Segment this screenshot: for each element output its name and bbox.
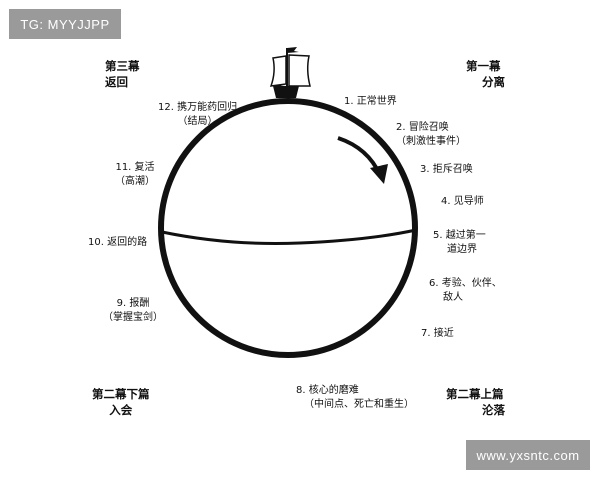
journey-circle [158,98,418,358]
stage-9: 9. 报酬 （掌握宝剑） [103,298,163,323]
act-3-label: 第三幕返回 [105,59,140,89]
stage-8: 8. 核心的磨难 （中间点、死亡和重生） [296,385,414,410]
clockwise-arrow-icon [337,136,388,184]
act-2a-label: 第二幕上篇沦落 [446,387,505,417]
stage-12: 12. 携万能药回归 （结局） [158,102,238,127]
stage-2: 2. 冒险召唤 （刺激性事件） [396,122,466,147]
stage-3: 3. 拒斥召唤 [420,164,473,175]
act-1-label: 第一幕分离 [466,59,505,89]
threshold-line [161,228,417,246]
watermark-top: TG: MYYJJPP [9,9,121,39]
stage-11: 11. 复活 （高潮） [115,162,155,187]
stage-10: 10. 返回的路 [88,237,148,248]
stage-1: 1. 正常世界 [344,96,397,107]
stage-6: 6. 考验、伙伴、 敌人 [429,278,502,303]
stage-5: 5. 越过第一 道边界 [433,230,486,255]
sailing-ship-icon [269,47,311,103]
stage-4: 4. 见导师 [441,196,484,207]
stage-7: 7. 接近 [421,328,454,339]
watermark-bottom: www.yxsntc.com [466,440,590,470]
act-2b-label: 第二幕下篇入会 [92,387,150,417]
